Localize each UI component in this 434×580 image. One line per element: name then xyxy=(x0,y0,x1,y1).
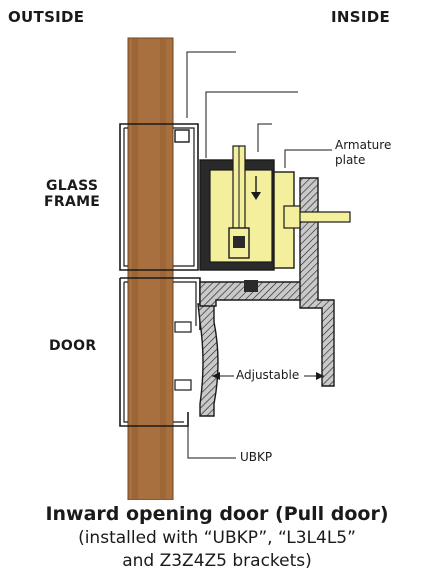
screw-nut-inner xyxy=(233,236,245,248)
outside-label: OUTSIDE xyxy=(8,8,85,26)
l-bracket-bolt xyxy=(244,280,258,292)
inside-label: INSIDE xyxy=(331,8,391,26)
door-label: DOOR xyxy=(49,338,97,354)
door-bolt-2 xyxy=(174,379,192,391)
door-channel-inner xyxy=(123,281,197,423)
adjustable-arrow-left xyxy=(212,372,220,380)
armature-bolt xyxy=(293,211,351,223)
glass-frame-channel xyxy=(119,123,199,271)
glass-frame-label: GLASS FRAME xyxy=(44,178,100,210)
adjustable-label: Adjustable xyxy=(236,368,300,382)
frame-clip xyxy=(174,129,190,143)
leader-line-1 xyxy=(186,51,236,118)
z-bracket xyxy=(299,177,335,387)
leader-line-ubkp xyxy=(187,420,236,459)
armature-plate-label-line2: plate xyxy=(335,153,366,167)
caption-line-1: (installed with “UBKP”, “L3L4L5” xyxy=(78,528,356,548)
ubkp-bracket xyxy=(197,303,219,417)
glass-frame-inner xyxy=(123,127,195,267)
glass-frame-label-line2: FRAME xyxy=(44,194,101,210)
armature-washer xyxy=(283,205,301,229)
leader-line-2 xyxy=(205,91,298,158)
armature-plate-label-line1: Armature xyxy=(335,138,392,152)
armature-plate-label: Armature plate xyxy=(335,138,391,168)
door-bolt-1 xyxy=(174,321,192,333)
caption-title: Inward opening door (Pull door) xyxy=(45,503,389,525)
leader-line-armature xyxy=(284,149,332,168)
adjustable-arrow-right xyxy=(316,372,324,380)
leader-line-3 xyxy=(257,123,272,152)
caption-line-2: and Z3Z4Z5 brackets) xyxy=(122,551,312,571)
glass-frame-label-line1: GLASS xyxy=(45,178,99,194)
ubkp-label: UBKP xyxy=(240,450,273,464)
wood-grain-left xyxy=(132,38,138,500)
magnetic-lock-diagram xyxy=(119,37,351,500)
magnet-arrow-head xyxy=(251,192,261,200)
wood-grain-right xyxy=(160,38,166,500)
